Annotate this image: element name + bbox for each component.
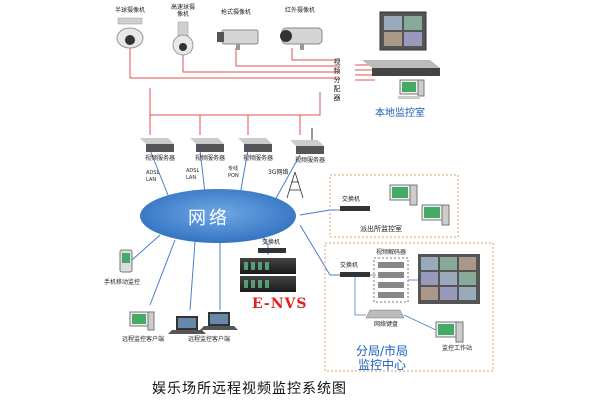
bureau-workstation-label: 监控工作站 — [442, 345, 473, 352]
police-switch-label: 交换机 — [342, 196, 361, 203]
video-splitter-label: 视频分配器 — [333, 58, 341, 102]
video-server-label: 视频服务器 — [294, 157, 326, 164]
bureau-tv-wall-icon — [418, 254, 480, 304]
dedicated-pon-label: 专线 PON — [228, 166, 239, 179]
police-room-box — [329, 174, 459, 238]
bullet-camera-label: 枪式摄像机 — [220, 9, 252, 16]
dome-camera-label: 半球摄像机 — [114, 7, 146, 14]
remote-client-label: 远程监控客户端 — [122, 336, 165, 343]
police-switch-icon — [340, 206, 370, 211]
envs-label: E-NVS — [252, 296, 308, 312]
bureau-wiring — [354, 274, 437, 331]
local-workstation-icon — [398, 79, 425, 99]
remote-client-label: 远程监控客户端 — [188, 336, 231, 343]
bullet-camera-icon — [217, 29, 259, 50]
mobile-phone-icon — [119, 249, 133, 273]
network-keyboard-icon — [365, 309, 405, 319]
adsl-lan-label: ADSL LAN — [186, 168, 200, 181]
remote-client-pc-icon — [129, 311, 155, 331]
bureau-workstation-icon — [435, 321, 464, 343]
bureau-center-title-line2: 监控中心 — [358, 358, 407, 372]
dome-camera-icon — [116, 17, 144, 49]
video-decoder-label: 视频解码器 — [376, 249, 407, 256]
video-server-label: 视频服务器 — [242, 155, 274, 162]
wireless-video-server-icon — [290, 128, 324, 154]
speed-dome-camera-label: 高速球摄像机 — [170, 4, 195, 18]
diagram-title: 娱乐场所远程视频监控系统图 — [152, 381, 347, 397]
local-monitoring-room-label: 本地监控室 — [375, 108, 425, 119]
video-server-label: 视频服务器 — [144, 155, 176, 162]
bureau-center-title-line1: 分局/市局 — [356, 344, 409, 358]
bureau-center-box — [324, 242, 494, 372]
infrared-camera-label: 红外摄像机 — [284, 7, 316, 14]
3g-network-label: 3G网络 — [268, 169, 289, 176]
laptop-icon — [200, 312, 238, 330]
video-server-icon — [190, 138, 224, 152]
police-workstation-icon — [389, 184, 450, 226]
mobile-monitoring-label: 手机移动监控 — [104, 279, 141, 286]
bureau-center-title: 分局/市局 监控中心 — [356, 344, 408, 372]
speed-dome-camera-icon — [172, 21, 194, 56]
video-server-icon — [140, 138, 174, 152]
nvs-switch-icon — [258, 248, 286, 253]
infrared-camera-icon — [280, 27, 323, 50]
network-label: 网络 — [188, 208, 230, 229]
adsl-lan-label: ADSL LAN — [146, 170, 160, 183]
tv-wall-icon — [379, 11, 427, 51]
3g-tower-icon — [286, 171, 304, 199]
laptop-icon — [168, 316, 206, 334]
video-server-label: 视频服务器 — [194, 155, 226, 162]
police-room-label: 派出所监控室 — [360, 225, 402, 233]
nvs-rack-icon — [240, 258, 296, 292]
camera-wiring — [129, 48, 375, 135]
network-keyboard-label: 网络键盘 — [374, 321, 399, 328]
network-cloud — [140, 189, 296, 243]
video-server-icon — [238, 138, 272, 152]
video-decoder-icon — [373, 257, 409, 303]
nvs-switch-label: 交换机 — [262, 239, 281, 246]
bureau-switch-icon — [340, 272, 370, 277]
dvr-device-icon — [362, 60, 440, 76]
bureau-switch-label: 交换机 — [340, 262, 359, 269]
